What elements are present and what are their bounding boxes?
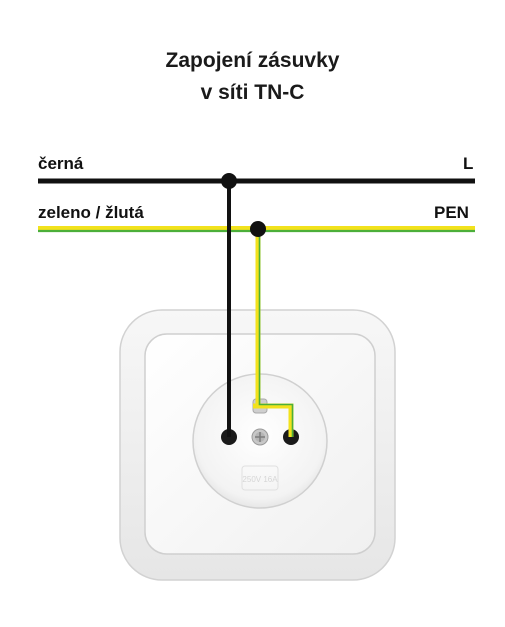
diagram-title-line-1: Zapojení zásuvky	[165, 49, 340, 72]
socket-rating-text: 250V 16A	[242, 475, 278, 484]
diagram-title-line-2: v síti TN-C	[200, 81, 305, 104]
pen-junction-dot	[250, 221, 266, 237]
phase-wire-color-label: černá	[38, 154, 84, 173]
center-screw-icon	[251, 428, 269, 446]
pen-drop-wire	[253, 229, 294, 437]
phase-junction-dot	[221, 173, 237, 189]
pen-conductor-label: PEN	[434, 203, 469, 222]
socket-rating-mark: 250V 16A	[241, 465, 279, 491]
pen-wire-color-label: zeleno / žlutá	[38, 203, 144, 222]
phase-conductor-label: L	[463, 154, 474, 173]
